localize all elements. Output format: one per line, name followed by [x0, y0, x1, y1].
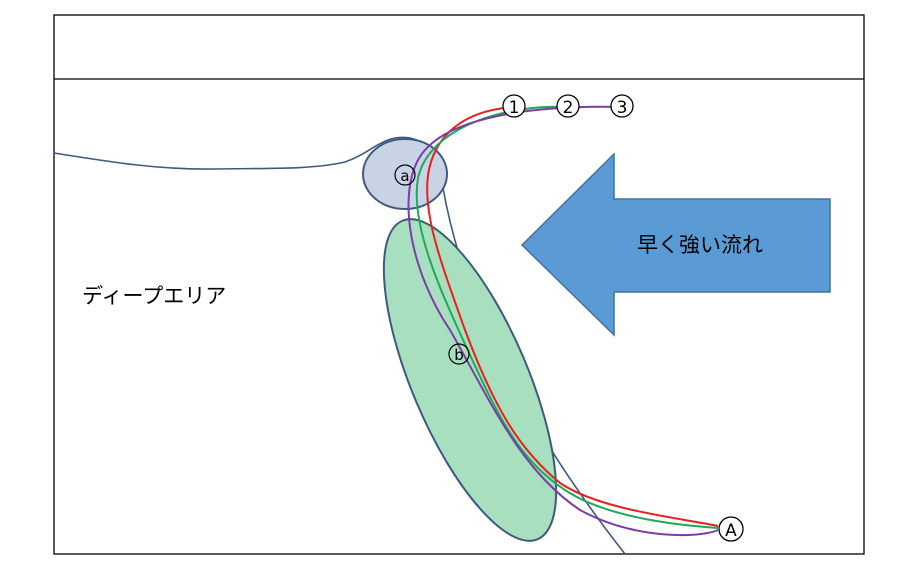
zone-b: [382, 218, 558, 542]
current-label: 早く強い流れ: [637, 233, 763, 257]
marker-a-label: a: [400, 167, 409, 185]
drift-path-3: [407, 105, 719, 537]
deep-area-label: ディープエリア: [82, 284, 226, 308]
marker-b: b: [448, 343, 470, 365]
drift-path-2: [415, 105, 719, 529]
marker-2: 2: [556, 94, 580, 118]
drift-path-1: [426, 106, 719, 527]
marker-3: 3: [610, 94, 634, 118]
marker-2-label: 2: [563, 98, 574, 118]
zone-a: [362, 138, 448, 210]
marker-A: A: [718, 516, 744, 542]
marker-1: 1: [502, 94, 526, 118]
marker-3-label: 3: [617, 98, 628, 118]
marker-A-label: A: [725, 521, 737, 541]
marker-b-label: b: [454, 346, 464, 364]
current-arrow: [520, 152, 831, 337]
marker-a: a: [394, 164, 416, 186]
marker-1-label: 1: [509, 98, 520, 118]
